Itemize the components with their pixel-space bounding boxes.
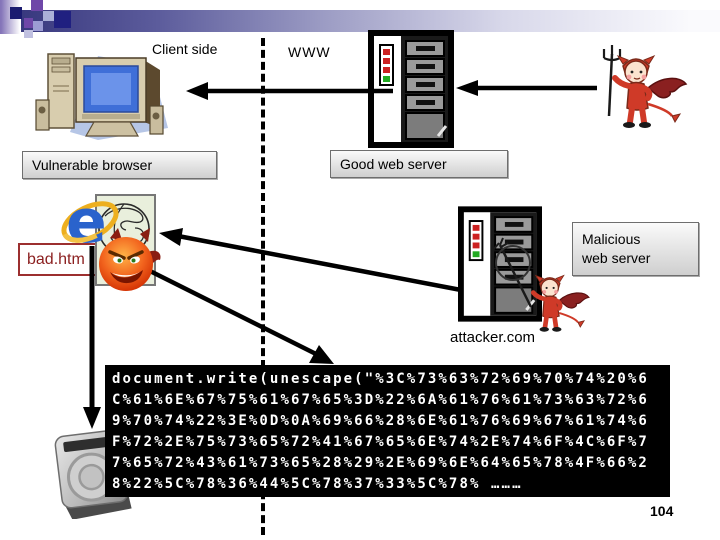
arrow-page-to-code <box>144 266 322 359</box>
arrowhead-badhtm-to-disk <box>83 407 101 429</box>
vulnerable-browser-box: Vulnerable browser <box>22 151 217 179</box>
malicious-label-line1: Malicious <box>582 231 641 247</box>
code-line: 9%70%74%22%3E%0D%0A%69%66%28%6E%61%76%69… <box>112 413 649 429</box>
vulnerable-browser-label: Vulnerable browser <box>32 157 153 173</box>
arrowhead-malicious-to-browser <box>159 228 183 246</box>
attacker-devil-icon <box>602 45 688 128</box>
arrowhead-page-to-code <box>309 345 334 364</box>
good-web-server-label: Good web server <box>340 156 447 172</box>
www-label: WWW <box>288 44 331 60</box>
attacker-devil-small-icon <box>530 274 590 332</box>
client-side-label: Client side <box>152 41 218 57</box>
slide-page-number: 104 <box>650 503 674 519</box>
code-line: 7%65%72%43%61%73%65%28%29%2E%69%6E%64%65… <box>112 455 649 471</box>
exploit-code-box: document.write(unescape("%3C%73%63%72%69… <box>105 365 670 497</box>
svg-text:e: e <box>66 187 107 257</box>
bad-htm-box: bad.htm <box>18 243 102 276</box>
code-line: F%72%2E%75%73%65%72%41%67%65%6E%74%2E%74… <box>112 434 649 450</box>
attacker-domain-label: attacker.com <box>450 329 536 346</box>
arrow-malicious-to-browser <box>177 233 462 293</box>
code-line: 8%22%5C%78%36%44%5C%78%37%33%5C%78% ……… <box>112 476 523 492</box>
good-web-server-box: Good web server <box>330 150 508 178</box>
code-line: C%61%6E%67%75%61%67%65%3D%22%6A%61%76%61… <box>112 392 649 408</box>
code-line: document.write(unescape("%3C%73%63%72%69… <box>112 371 649 387</box>
malicious-web-server-box: Malicious web server <box>572 222 699 276</box>
arrowhead-devil-to-server <box>456 80 478 96</box>
desktop-computer-icon <box>35 53 168 140</box>
internet-explorer-icon: e <box>61 187 119 257</box>
evil-smiley-icon <box>99 228 161 291</box>
good-web-server-icon <box>368 30 454 148</box>
header-gradient-bar <box>0 10 720 32</box>
bad-htm-label: bad.htm <box>27 250 85 268</box>
malicious-label-line2: web server <box>582 250 651 266</box>
arrowhead-server-to-client <box>186 82 208 100</box>
